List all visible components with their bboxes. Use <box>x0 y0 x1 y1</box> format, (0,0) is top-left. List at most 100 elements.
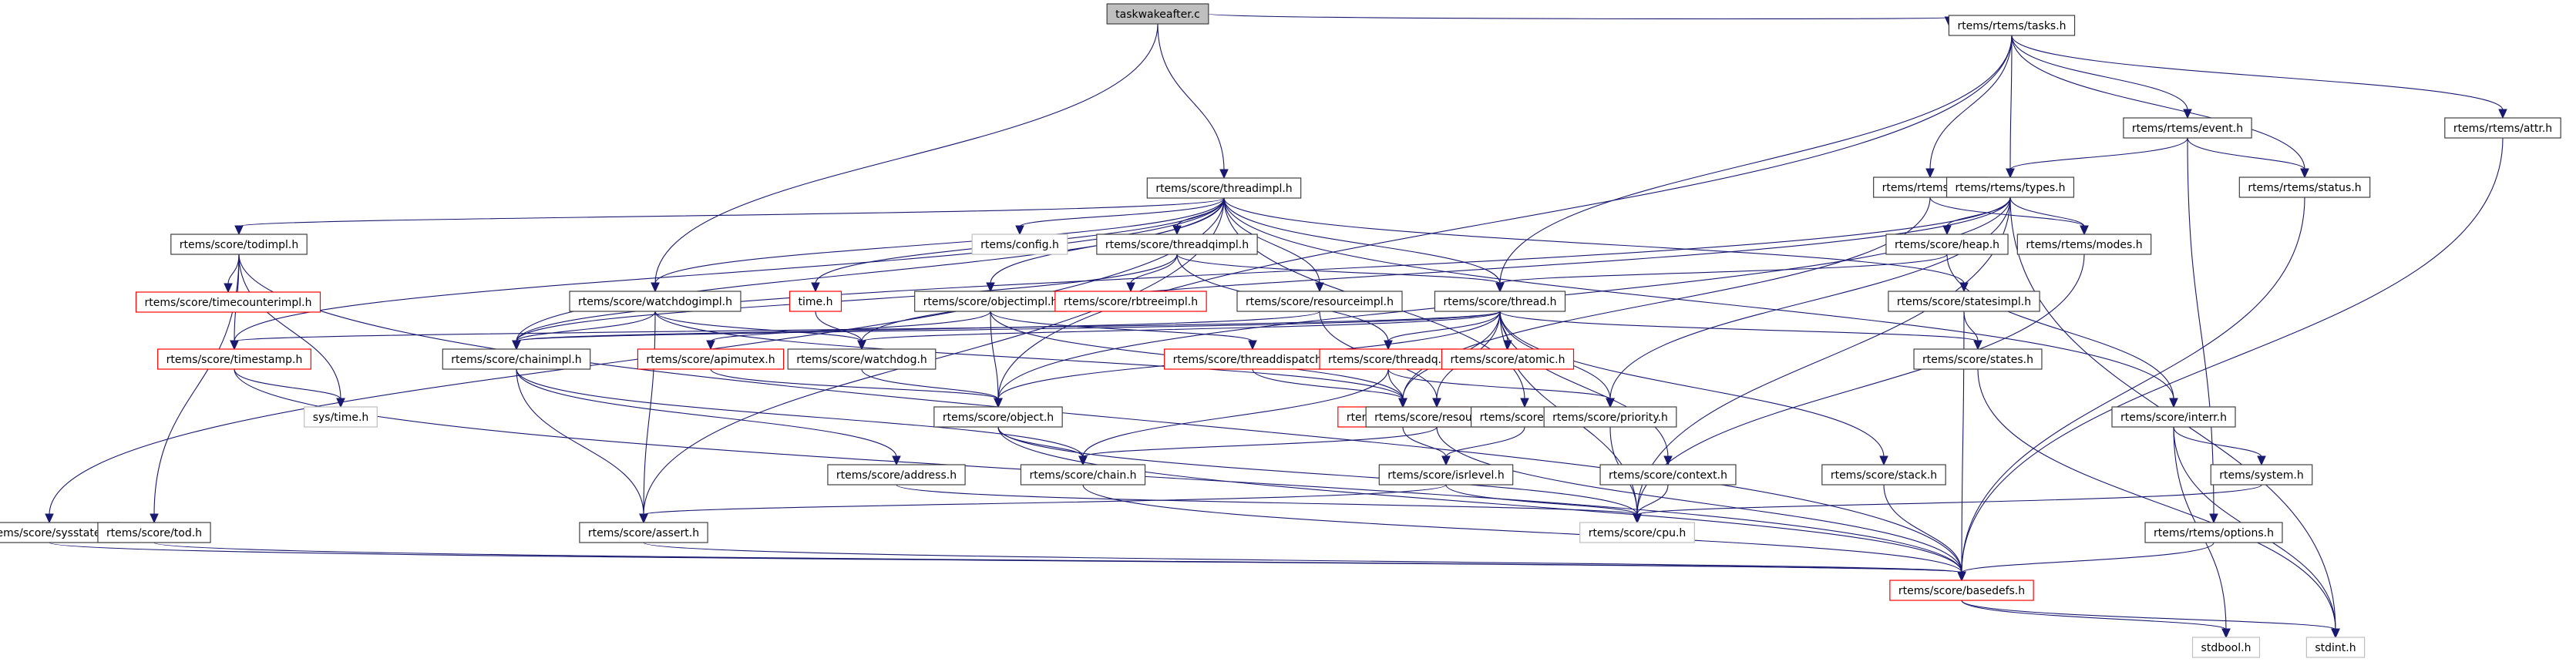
node-threaddispatch[interactable]: rtems/score/threaddispatch.h <box>1164 348 1341 370</box>
node-box <box>789 291 842 312</box>
node-label: rtems/score/tod.h <box>106 527 202 539</box>
node-resourceimpl[interactable]: rtems/score/resourceimpl.h <box>1236 291 1403 312</box>
edge-todimpl-to-timecounterimpl <box>227 254 240 285</box>
node-box <box>1599 464 1737 486</box>
arrowhead-icon <box>1398 398 1407 408</box>
node-box <box>971 234 1068 255</box>
node-config[interactable]: rtems/config.h <box>971 234 1068 255</box>
arrowhead-icon <box>150 513 159 524</box>
node-stdint[interactable]: stdint.h <box>2305 637 2366 658</box>
nodes-layer: taskwakeafter.c rtems/rtems/tasks.h rtems/… <box>0 3 2561 658</box>
edge-tasks-to-attr <box>2011 35 2504 111</box>
node-watchdogimpl[interactable]: rtems/score/watchdogimpl.h <box>569 291 742 312</box>
node-rbtreeimpl[interactable]: rtems/score/rbtreeimpl.h <box>1054 291 1207 312</box>
node-threadqimpl[interactable]: rtems/score/threadqimpl.h <box>1096 234 1258 255</box>
edge-timeh-to-watchdog <box>815 311 863 342</box>
node-label: time.h <box>799 296 833 308</box>
arrowhead-icon <box>1879 455 1888 466</box>
arrowhead-icon <box>1315 282 1324 293</box>
node-cpu[interactable]: rtems/score/cpu.h <box>1579 522 1695 543</box>
edge-threadq-to-priority <box>1387 368 1611 400</box>
node-label: taskwakeafter.c <box>1115 8 1200 21</box>
node-isrlevel[interactable]: rtems/score/isrlevel.h <box>1378 464 1514 486</box>
node-label: rtems/score/assert.h <box>588 527 699 539</box>
node-label: rtems/score/timestamp.h <box>166 354 303 366</box>
edge-status-to-basedefs <box>1961 197 2305 573</box>
node-system[interactable]: rtems/system.h <box>2210 464 2313 486</box>
edge-threadqimpl-to-chainimpl <box>516 254 1178 342</box>
edge-apimutex-to-object <box>710 368 999 400</box>
arrowhead-icon <box>1219 169 1229 180</box>
node-types[interactable]: rtems/rtems/types.h <box>1945 176 2075 198</box>
arrowhead-icon <box>1633 513 1642 524</box>
node-attr[interactable]: rtems/rtems/attr.h <box>2444 117 2561 139</box>
arrowhead-icon <box>336 398 345 408</box>
node-label: rtems/score/thread.h <box>1443 296 1556 308</box>
node-assert[interactable]: rtems/score/assert.h <box>579 522 708 543</box>
node-chainimpl[interactable]: rtems/score/chainimpl.h <box>442 348 591 370</box>
edge-chainimpl-to-address <box>516 368 897 458</box>
node-threadq[interactable]: rtems/score/threadq.h <box>1319 348 1458 370</box>
node-root[interactable]: taskwakeafter.c <box>1106 3 1209 25</box>
node-context[interactable]: rtems/score/context.h <box>1599 464 1737 486</box>
node-stdbool[interactable]: stdbool.h <box>2191 637 2261 658</box>
node-box <box>2238 176 2371 198</box>
edge-chainimpl-to-chain <box>516 368 1084 458</box>
node-chain[interactable]: rtems/score/chain.h <box>1020 464 1146 486</box>
edge-timestamp-to-systime <box>234 368 341 400</box>
node-thread[interactable]: rtems/score/thread.h <box>1434 291 1566 312</box>
node-priority[interactable]: rtems/score/priority.h <box>1543 406 1677 428</box>
node-watchdog[interactable]: rtems/score/watchdog.h <box>787 348 937 370</box>
node-timeh[interactable]: time.h <box>789 291 842 312</box>
node-event[interactable]: rtems/rtems/event.h <box>2123 117 2252 139</box>
node-label: rtems/score/rbtreeimpl.h <box>1064 296 1198 308</box>
node-label: stdbool.h <box>2201 642 2251 654</box>
node-label: rtems/rtems/tasks.h <box>1957 20 2066 32</box>
node-timestamp[interactable]: rtems/score/timestamp.h <box>157 348 311 370</box>
node-threadimpl[interactable]: rtems/score/threadimpl.h <box>1146 177 1302 199</box>
node-atomic[interactable]: rtems/score/atomic.h <box>1441 348 1575 370</box>
edge-tasks-to-event <box>2011 35 2188 111</box>
node-basedefs[interactable]: rtems/score/basedefs.h <box>1889 580 2034 601</box>
node-interr[interactable]: rtems/score/interr.h <box>2111 406 2236 428</box>
node-label: rtems/score/priority.h <box>1552 412 1668 424</box>
node-label: rtems/score/stack.h <box>1831 469 1937 482</box>
node-apimutex[interactable]: rtems/score/apimutex.h <box>637 348 785 370</box>
node-object[interactable]: rtems/score/object.h <box>933 406 1063 428</box>
node-label: rtems/score/address.h <box>836 469 957 482</box>
node-address[interactable]: rtems/score/address.h <box>827 464 966 486</box>
node-options[interactable]: rtems/rtems/options.h <box>2144 522 2283 543</box>
node-systime[interactable]: sys/time.h <box>304 406 378 428</box>
node-status[interactable]: rtems/rtems/status.h <box>2238 176 2371 198</box>
node-modes[interactable]: rtems/rtems/modes.h <box>2016 234 2152 255</box>
node-box <box>1146 177 1302 199</box>
node-timecounterimpl[interactable]: rtems/score/timecounterimpl.h <box>135 291 321 313</box>
edge-event-to-status <box>2187 137 2305 170</box>
node-box <box>2210 464 2313 486</box>
node-states[interactable]: rtems/score/states.h <box>1913 348 2043 370</box>
node-tasks[interactable]: rtems/rtems/tasks.h <box>1948 15 2076 36</box>
edge-types-to-modes <box>2009 197 2085 227</box>
arrowhead-icon <box>1959 282 1969 293</box>
node-heap[interactable]: rtems/score/heap.h <box>1885 234 2009 255</box>
node-objectimpl[interactable]: rtems/score/objectimpl.h <box>914 291 1067 312</box>
node-box <box>579 522 708 543</box>
node-todimpl[interactable]: rtems/score/todimpl.h <box>170 234 308 255</box>
node-label: rtems/score/states.h <box>1922 354 2033 366</box>
node-box <box>1945 176 2075 198</box>
node-box <box>1236 291 1403 312</box>
node-stack[interactable]: rtems/score/stack.h <box>1821 464 1946 486</box>
edge-resourceimpl-to-chainimpl <box>516 311 1320 342</box>
node-statesimpl[interactable]: rtems/score/statesimpl.h <box>1888 291 2040 312</box>
arrowhead-icon <box>1015 225 1024 236</box>
node-tod[interactable]: rtems/score/tod.h <box>97 522 211 543</box>
node-box <box>1434 291 1566 312</box>
edge-root-to-threadimpl <box>1157 23 1225 171</box>
node-box <box>1441 348 1575 370</box>
arrowhead-icon <box>2221 628 2231 639</box>
node-label: rtems/score/object.h <box>943 412 1054 424</box>
node-box <box>1543 406 1677 428</box>
node-label: rtems/config.h <box>980 239 1059 251</box>
node-sysstate[interactable]: rtems/score/sysstate.h <box>0 522 120 543</box>
